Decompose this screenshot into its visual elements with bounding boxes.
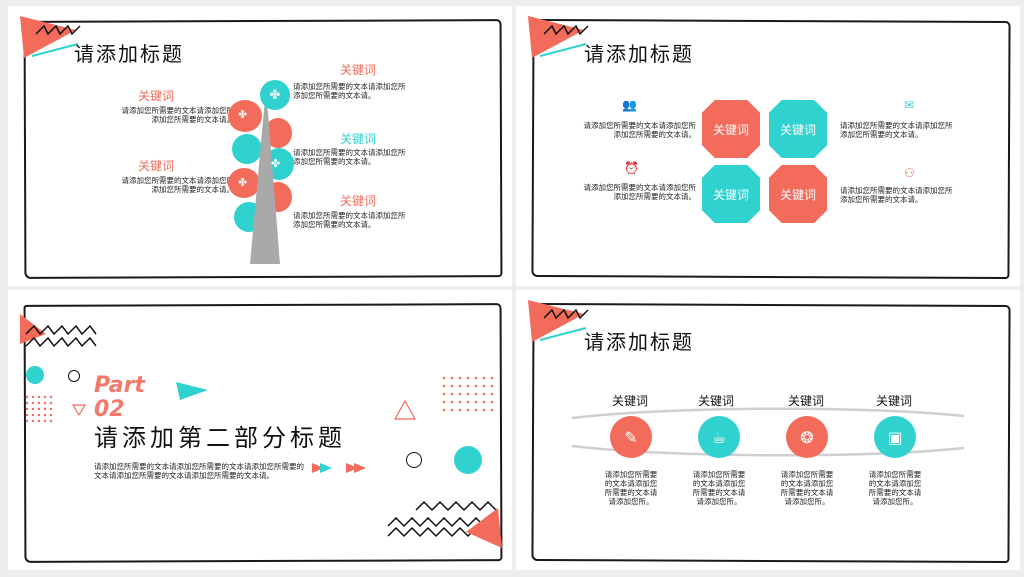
step-circle: ☕ [698,416,740,458]
arrow-decoration [312,463,366,473]
keyword-box: 关键词 [702,165,760,223]
body-text: 请添加您所需要的文本请添加您所添加您所需要的文本请。 [840,186,953,204]
body-text: 请添加您所需要的文本请添加您所添加您所需要的文本请。 [583,183,697,201]
step-circle: ❂ [786,416,828,458]
dot-grid-decoration [25,395,53,423]
recycle-icon: ✤ [269,87,281,103]
corner-triangle-decoration [528,16,589,58]
slide-4[interactable]: 请添加标题 关键词 关键词 关键词 关键词 ✎ ☕ ❂ ▣ 请添加您所需要的文本… [516,290,1020,570]
page-title: 请添加标题 [74,42,184,66]
keyword-box: 关键词 [702,100,760,158]
tree-trunk [250,88,280,264]
body-text: 请添加您所需要的文本请添加您所添加您所需要的文本请。 [293,82,406,100]
keyword-label: 关键词 [612,394,649,408]
body-text: 请添加您所需要的文本请添加您所需要的文本请添加您所需要的文本请添加您所需要的文本… [94,462,304,480]
cup-icon: ☕ [711,427,727,447]
body-text: 请添加您所需要的文本请添加您所添加您所需要的文本请。 [121,176,235,194]
dot-grid-decoration [442,376,494,412]
step-circle: ✎ [610,416,652,458]
triangle-outline [71,404,87,417]
page-title: 请添加标题 [584,42,694,66]
document-edit-icon: ✎ [624,427,638,447]
body-text: 请添加您所需要的文本请添加您所需要的文本请请添加您所。 [604,470,658,506]
body-text: 请添加您所需要的文本请添加您所需要的文本请请添加您所。 [780,470,834,506]
body-text: 请添加您所需要的文本请添加您所添加您所需要的文本请。 [293,148,406,166]
keyword-label: 关键词 [876,394,913,408]
keyword-label: 关键词 [340,132,377,146]
keyword-box: 关键词 [769,100,827,158]
recycle-icon: ✤ [271,157,281,170]
envelope-icon: ✉ [904,98,915,112]
keyword-label: 关键词 [138,159,175,173]
slide-2[interactable]: 请添加标题 关键词 关键词 关键词 关键词 👥 请添加您所需要的文本请添加您所添… [516,6,1020,286]
keyword-label: 关键词 [698,394,735,408]
triangle-outline [393,399,417,420]
body-text: 请添加您所需要的文本请添加您所需要的文本请请添加您所。 [692,470,746,506]
people-icon: 👥 [622,98,637,112]
keyword-label: 关键词 [340,63,377,77]
keyword-label: 关键词 [340,194,377,208]
corner-triangle-decoration [20,16,81,58]
teal-dot [454,446,482,474]
page-title: 请添加标题 [584,330,694,354]
corner-triangle-decoration [528,300,589,342]
ring-dot [406,452,422,468]
body-text: 请添加您所需要的文本请添加您所添加您所需要的文本请。 [121,106,235,124]
ear-icon: ❂ [800,427,814,447]
network-icon: ⚇ [904,166,915,180]
keyword-box: 关键词 [769,165,827,223]
ring-dot [68,370,80,382]
zigzag-decoration [20,314,97,348]
section-title: 请添加第二部分标题 [94,424,346,452]
teal-triangle [176,382,208,400]
recycle-icon: ✤ [238,108,248,121]
recycle-icon: ✤ [238,176,248,189]
slide-1[interactable]: 请添加标题 关键词 请添加您所需要的文本请添加您所添加您所需要的文本请。 关键词… [8,6,512,286]
tree-bubble [232,134,262,164]
keyword-label: 关键词 [138,89,175,103]
alarm-clock-icon: ⏰ [624,161,639,175]
body-text: 请添加您所需要的文本请添加您所添加您所需要的文本请。 [293,211,406,229]
body-text: 请添加您所需要的文本请添加您所添加您所需要的文本请。 [583,121,697,139]
zigzag-decoration [387,500,502,548]
tree-bubble [228,100,262,132]
tree-bubble [228,168,260,198]
body-text: 请添加您所需要的文本请添加您所添加您所需要的文本请。 [840,121,953,139]
step-circle: ▣ [874,416,916,458]
body-text: 请添加您所需要的文本请添加您所需要的文本请请添加您所。 [868,470,922,506]
teal-dot [26,366,44,384]
keyword-label: 关键词 [788,394,825,408]
tree-top-bubble: ✤ [260,80,290,110]
briefcase-icon: ▣ [887,427,903,447]
